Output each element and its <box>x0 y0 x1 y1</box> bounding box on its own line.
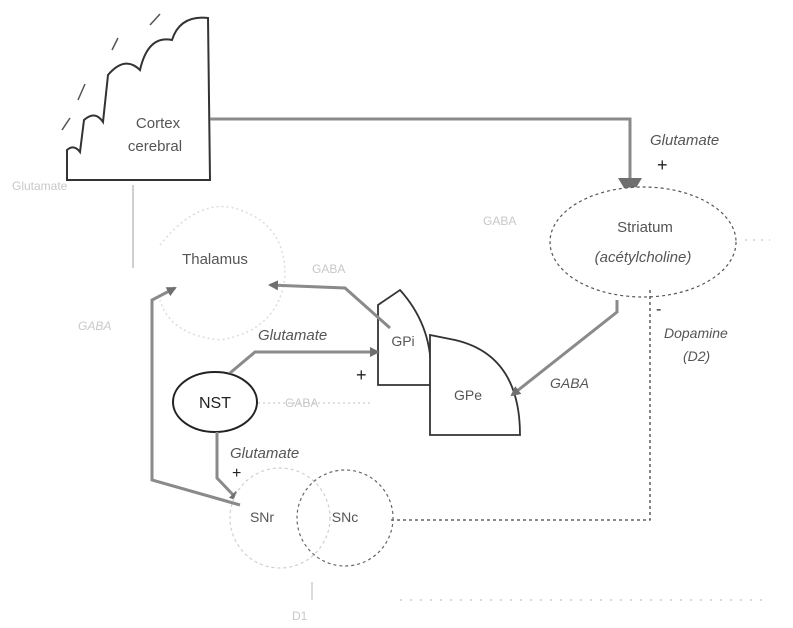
edge-gpi-thalamus <box>270 285 390 328</box>
edge-snc-striatum-dopamine <box>390 290 650 520</box>
cortex-node: Cortex cerebral <box>62 14 210 180</box>
label-dopamine-line2: (D2) <box>683 348 710 364</box>
gpi-label: GPi <box>391 333 414 349</box>
label-gaba-gpi-thalamus: GABA <box>312 262 345 276</box>
label-glutamate-cortex-striatum: Glutamate <box>650 132 719 149</box>
cortex-label-line1: Cortex <box>136 115 181 132</box>
thalamus-label: Thalamus <box>182 251 248 268</box>
plus-nst-gpi: + <box>356 365 367 385</box>
gpi-node: GPi <box>378 290 431 385</box>
label-dopamine-line1: Dopamine <box>664 325 728 341</box>
snc-label: SNc <box>332 509 358 525</box>
label-faint-striatum-gpi: GABA <box>483 214 516 228</box>
gpe-node: GPe <box>430 335 520 435</box>
label-faint-dopamine-bottom: D1 <box>292 609 308 623</box>
plus-cortex-striatum: + <box>657 155 668 175</box>
label-gaba-snr-thalamus: GABA <box>78 319 111 333</box>
label-glutamate-nst-gpi: Glutamate <box>258 327 327 344</box>
snr-label: SNr <box>250 509 274 525</box>
gpe-label: GPe <box>454 387 482 403</box>
cortex-label-line2: cerebral <box>128 138 182 155</box>
nst-node: NST <box>173 372 257 432</box>
label-faint-nst-gpe: GABA <box>285 396 318 410</box>
label-glutamate-thalamus-cortex: Glutamate <box>12 179 68 193</box>
edge-cortex-striatum <box>210 119 630 180</box>
plus-nst-snr: + <box>232 465 241 482</box>
striatum-label-line2: (acétylcholine) <box>595 249 692 266</box>
thalamus-node: Thalamus <box>160 207 285 340</box>
minus-dopamine: - <box>656 301 661 318</box>
snr-node: SNr <box>230 468 330 568</box>
striatum-node: Striatum (acétylcholine) <box>550 187 736 297</box>
label-gaba-striatum-gpe: GABA <box>550 375 589 391</box>
label-glutamate-nst-snr: Glutamate <box>230 445 299 462</box>
nst-label: NST <box>199 395 231 412</box>
striatum-label-line1: Striatum <box>617 219 673 236</box>
